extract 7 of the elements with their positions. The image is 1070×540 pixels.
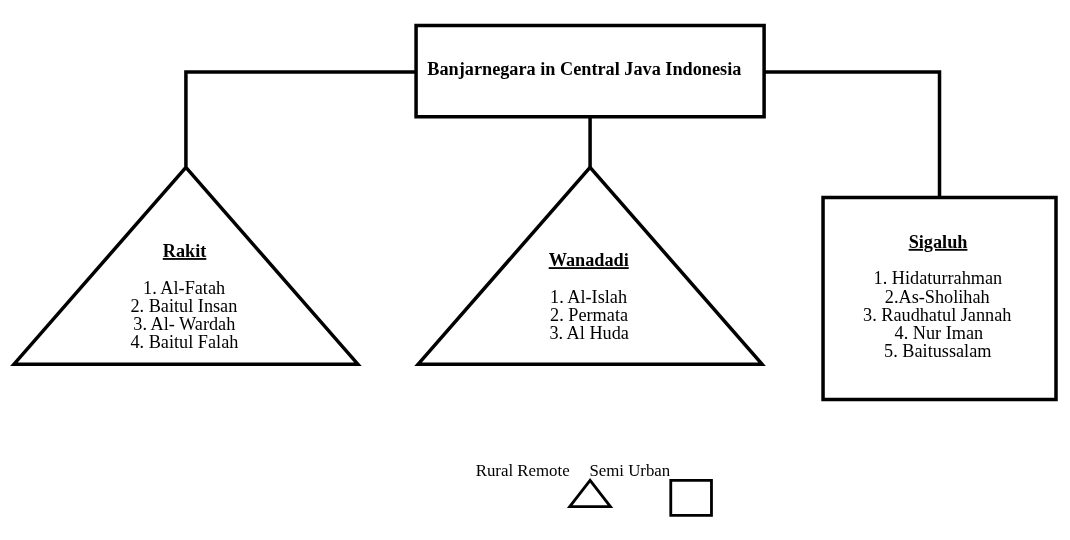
connector — [764, 69, 942, 197]
node-box: Sigaluh 1. Hidaturrahman 2.As-Sholihah 3. Raudhatul Jannah 4. Nur Iman 5. Baitussalam — [821, 195, 1058, 401]
legend-label: Rural Remote — [475, 460, 570, 480]
connector — [588, 116, 592, 167]
legend-label: Semi Urban — [589, 460, 671, 480]
node-box: Banjarnegara in Central Java Indonesia — [414, 23, 766, 119]
connector — [184, 69, 416, 167]
